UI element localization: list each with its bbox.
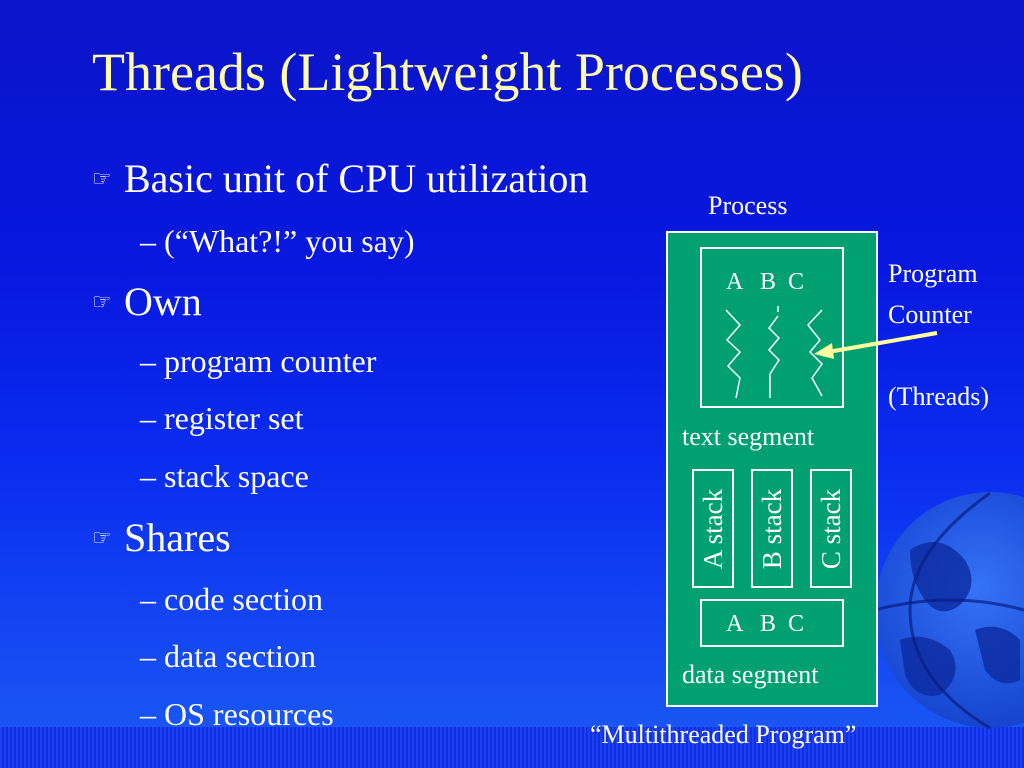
text-segment-letters: A B C [726, 269, 805, 295]
sub-bullet: – data section [140, 638, 316, 674]
data-segment-letters: A B C [726, 611, 805, 637]
bottom-bar [0, 727, 1024, 768]
pointing-hand-icon: ☞ [92, 288, 112, 314]
sub-bullet: – (“What?!” you say) [140, 223, 415, 259]
data-segment-box [700, 599, 844, 647]
bullet-text: Own [124, 279, 202, 324]
thread-a-line [725, 309, 742, 399]
sub-bullet: – OS resources [140, 696, 334, 732]
text-segment-box [700, 247, 844, 408]
thread-b-line [767, 306, 781, 398]
thread-c-line [807, 309, 823, 397]
bullet-text: Shares [124, 515, 231, 560]
pointing-hand-icon: ☞ [92, 524, 112, 550]
sub-bullet: – register set [140, 400, 304, 436]
bullet-own: ☞ Own [92, 279, 202, 329]
pc-label-line2: Counter [888, 300, 972, 329]
pc-label-line1: Program [888, 259, 978, 288]
threads-label: (Threads) [888, 382, 990, 411]
sub-bullet: – program counter [140, 343, 377, 379]
data-segment-label: data segment [682, 660, 819, 689]
process-label: Process [708, 191, 788, 220]
bullet-text: Basic unit of CPU utilization [124, 156, 589, 201]
caption: “Multithreaded Program” [590, 720, 857, 749]
program-counter-arrow [814, 331, 938, 359]
slide-title: Threads (Lightweight Processes) [92, 42, 803, 102]
stack-c: C stack [810, 469, 852, 588]
text-segment-label: text segment [682, 422, 815, 451]
sub-bullet: – code section [140, 581, 324, 617]
sub-bullet: – stack space [140, 458, 309, 494]
pointing-hand-icon: ☞ [92, 165, 112, 191]
stack-a: A stack [692, 469, 734, 588]
stack-b: B stack [751, 469, 793, 588]
bullet-shares: ☞ Shares [92, 515, 231, 565]
globe-icon [874, 491, 1024, 730]
bullet-basic-unit: ☞ Basic unit of CPU utilization [92, 156, 588, 206]
